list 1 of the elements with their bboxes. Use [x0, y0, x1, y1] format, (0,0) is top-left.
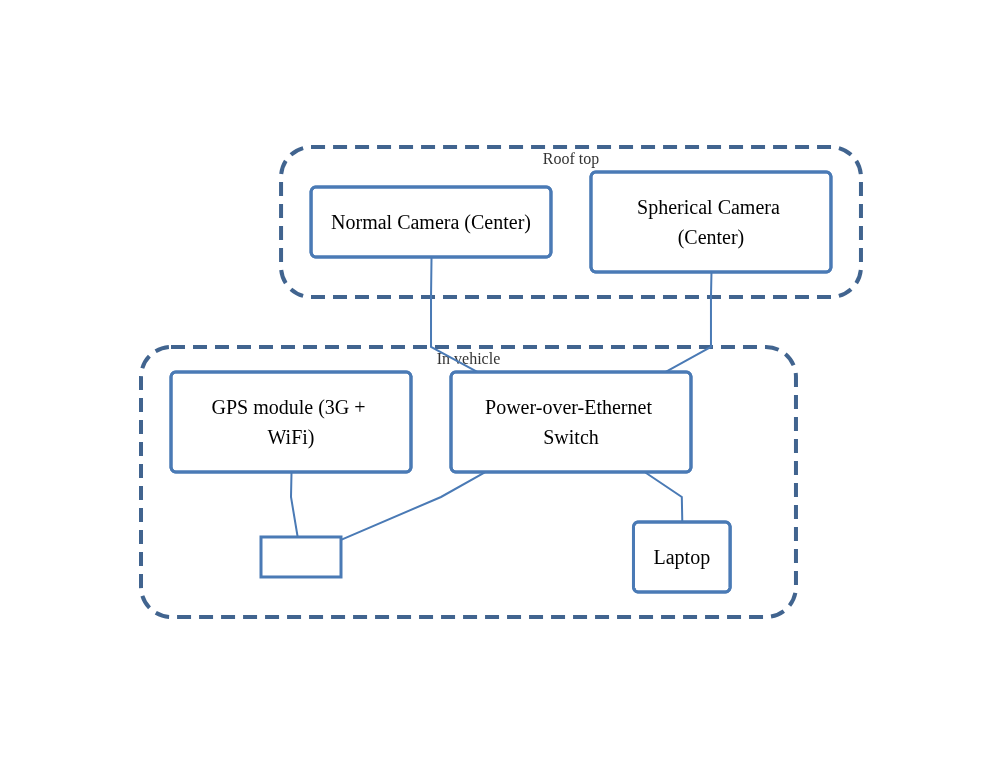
node-box	[259, 535, 342, 579]
